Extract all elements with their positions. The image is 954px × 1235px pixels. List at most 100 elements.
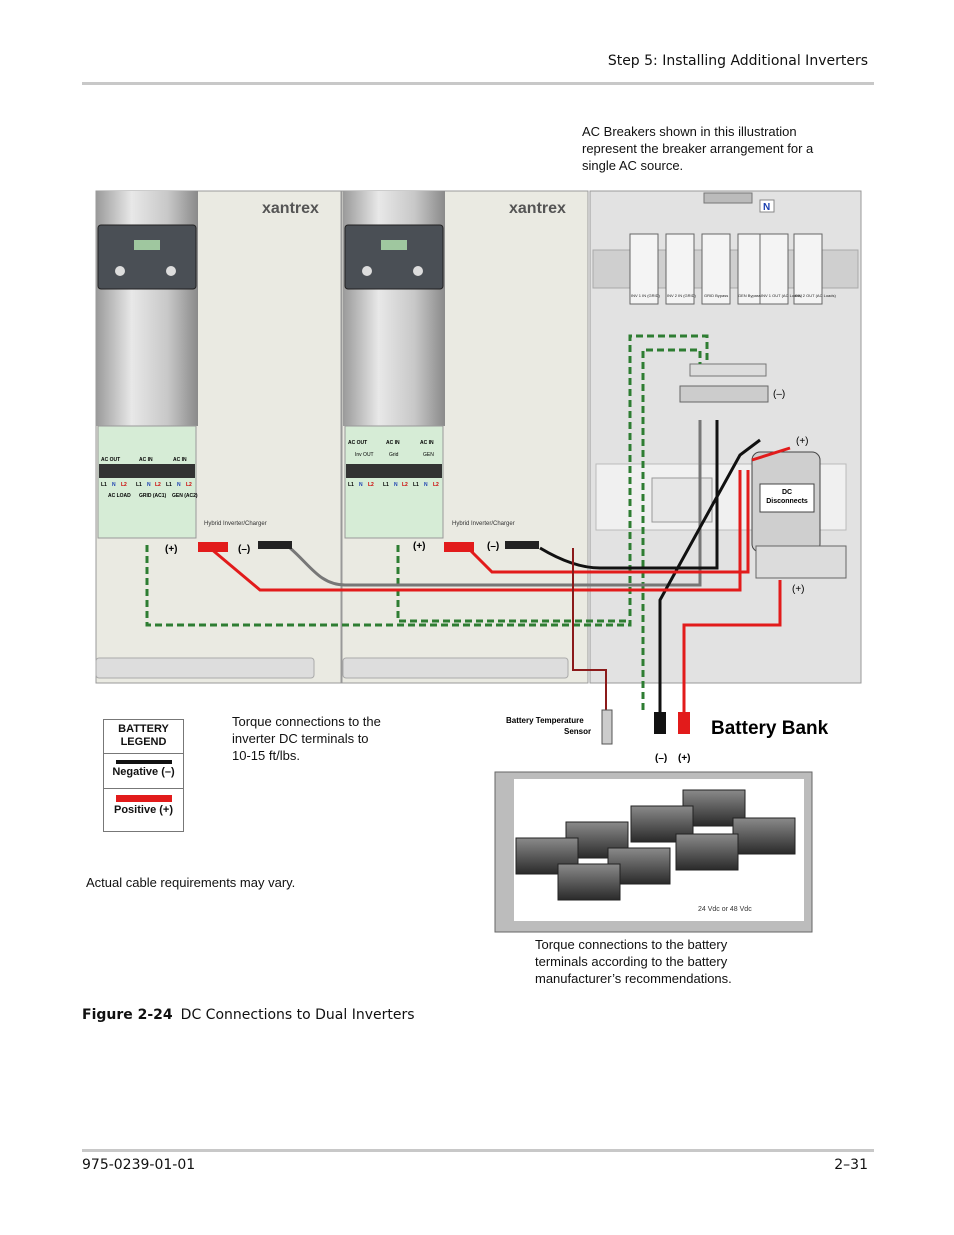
- note-line: Torque connections to the battery: [535, 937, 728, 952]
- note-torque-inverter: Torque connections to the inverter DC te…: [232, 713, 381, 764]
- battery: [557, 863, 621, 901]
- inverter-1-display: [134, 240, 160, 250]
- legend-title: BATTERY LEGEND: [104, 723, 183, 749]
- pin-label: L1: [413, 482, 419, 488]
- negative-cable-inverter-1: [289, 420, 702, 587]
- bus-negative-label: (–): [773, 389, 785, 400]
- legend-negative: Negative (–): [104, 753, 183, 788]
- inverter-2-terminal-strip: [346, 464, 442, 478]
- wiring-diagram: xantrex Hybrid Inverter/Charger AC OUT A…: [95, 190, 862, 933]
- terminal-name: Inv OUT: [355, 452, 374, 458]
- temp-sensor: [601, 709, 613, 745]
- positive-cable-inverter-2: [466, 470, 750, 574]
- pin-label: N: [177, 482, 181, 488]
- terminal-name: AC LOAD: [108, 493, 131, 499]
- battery: [732, 817, 796, 855]
- inverter-1-brand: xantrex: [262, 200, 319, 217]
- breaker: [701, 233, 731, 305]
- neutral-label-box: [759, 199, 775, 213]
- positive-cable-inverter-1: [209, 470, 742, 592]
- battery-bank-image: 24 Vdc or 48 Vdc: [494, 771, 813, 933]
- inverter-2-control-panel: [344, 224, 444, 290]
- plate-positive-label: (+): [792, 584, 805, 595]
- battery-legend: BATTERY LEGEND Negative (–) Positive (+): [103, 719, 184, 832]
- inverter-1: xantrex Hybrid Inverter/Charger AC OUT A…: [95, 190, 342, 684]
- positive-cables: [209, 446, 791, 712]
- terminal-group-label: AC OUT: [101, 457, 120, 463]
- ground-wire-inverter-1: [145, 334, 709, 627]
- positive-cable-disconnect: [751, 446, 791, 462]
- dc-disconnect-label-box: [759, 483, 815, 513]
- section-title: Step 5: Installing Additional Inverters: [607, 53, 868, 69]
- terminal-group-label: AC IN: [139, 457, 153, 463]
- negative-cables: [289, 420, 761, 712]
- pin-label: L1: [348, 482, 354, 488]
- header-rule: [82, 82, 874, 85]
- figure-label: Figure 2-24: [82, 1007, 173, 1023]
- note-line: represent the breaker arrangement for a: [582, 141, 814, 156]
- negative-cable-swatch: [115, 760, 172, 764]
- breaker-label: INV 1 OUT (AC Loads): [761, 293, 802, 298]
- legend-positive-label: Positive (+): [114, 804, 173, 816]
- inv1-negative-label: (–): [238, 544, 250, 555]
- disconnect-positive-label: (+): [796, 436, 809, 447]
- inverter-1-knob: [115, 266, 125, 276]
- temp-sensor-label: Sensor: [564, 727, 591, 736]
- terminal-group-label: AC IN: [420, 440, 434, 446]
- positive-cable-swatch: [115, 795, 172, 802]
- pin-label: L2: [186, 482, 192, 488]
- battery-positive-lug: [678, 712, 690, 734]
- inverter-2-wiring-compartment: [344, 425, 444, 539]
- positive-cable-battery: [682, 580, 782, 712]
- note-line: manufacturer’s recommendations.: [535, 971, 732, 986]
- pin-label: L1: [136, 482, 142, 488]
- breaker-label: INV 2 IN (GRID): [667, 293, 697, 298]
- inverter-1-wiring-compartment: [97, 425, 197, 539]
- negative-terminal: [505, 541, 539, 549]
- inverter-1-label: Hybrid Inverter/Charger: [204, 521, 267, 527]
- negative-bus-bar: [679, 385, 769, 403]
- breaker-label: INV 2 OUT (AC Loads): [795, 293, 836, 298]
- breaker: [759, 233, 789, 305]
- note-line: 10-15 ft/lbs.: [232, 748, 300, 763]
- breaker: [629, 233, 659, 305]
- temp-sensor-label: Battery Temperature: [506, 716, 584, 725]
- pin-label: L1: [101, 482, 107, 488]
- battery-negative-lug: [654, 712, 666, 734]
- distribution-panel: N INV 1 IN (GRID) INV 2 IN (GRID) GRID B…: [589, 190, 862, 684]
- terminal-group-label: AC IN: [386, 440, 400, 446]
- positive-terminal: [444, 542, 474, 552]
- pin-label: L2: [121, 482, 127, 488]
- inv1-positive-label: (+): [165, 544, 178, 555]
- inverter-1-knob: [166, 266, 176, 276]
- breaker-label: INV 1 IN (GRID): [631, 293, 661, 298]
- pin-label: N: [359, 482, 363, 488]
- doc-number: 975-0239-01-01: [82, 1157, 196, 1173]
- note-torque-battery: Torque connections to the battery termin…: [535, 936, 732, 987]
- pin-label: N: [112, 482, 116, 488]
- positive-terminal: [198, 542, 228, 552]
- inverter-2-knob: [413, 266, 423, 276]
- legend-title-line: BATTERY: [118, 723, 169, 735]
- terminal-group-label: AC IN: [173, 457, 187, 463]
- pin-label: L2: [155, 482, 161, 488]
- dc-disconnect-label: DC: [782, 489, 792, 496]
- dc-breakers: [651, 477, 713, 523]
- inverter-2-pin-labels: L1 N L2 L1 N L2 L1 N L2: [348, 482, 439, 488]
- negative-cable-battery: [658, 438, 761, 712]
- legend-title-line: LEGEND: [120, 736, 167, 748]
- dc-disconnect-label: Disconnects: [766, 498, 808, 505]
- breaker: [793, 233, 823, 305]
- ground-wire-inverter-2: [396, 545, 628, 623]
- legend-positive: Positive (+): [104, 788, 183, 825]
- inv2-positive-label: (+): [413, 541, 426, 552]
- pin-label: L2: [402, 482, 408, 488]
- inverter-2-base: [342, 657, 569, 679]
- note-cable-requirements: Actual cable requirements may vary.: [86, 875, 296, 890]
- pin-label: N: [424, 482, 428, 488]
- inverter-1-base: [95, 657, 315, 679]
- inverter-1-pin-labels: L1 N L2 L1 N L2 L1 N L2: [101, 482, 192, 488]
- battery: [675, 833, 739, 871]
- inverter-2-brand: xantrex: [509, 200, 566, 217]
- inverter-2: xantrex Hybrid Inverter/Charger AC OUT A…: [341, 190, 589, 684]
